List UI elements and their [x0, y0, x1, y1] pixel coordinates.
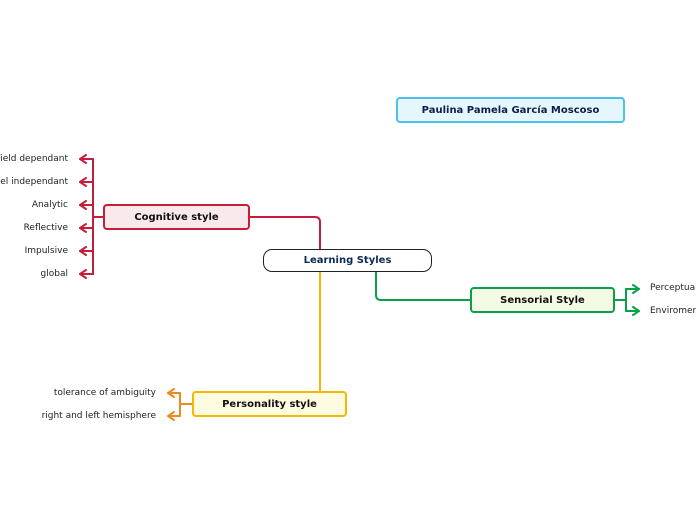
arrow-head: [167, 388, 175, 398]
arrow-head: [79, 154, 87, 164]
cognitive-item[interactable]: Field dependant: [0, 154, 68, 164]
personality-item[interactable]: tolerance of ambiguity: [53, 388, 156, 398]
central-topic-node[interactable]: Learning Styles: [263, 249, 432, 272]
arrow-head: [632, 284, 640, 294]
arrow-head: [79, 223, 87, 233]
cognitive-item[interactable]: Reflective: [23, 223, 68, 233]
cognitive-item[interactable]: Impulsive: [24, 246, 68, 256]
arrow-head: [632, 306, 640, 316]
personality-style-label: Personality style: [222, 398, 317, 410]
title-node[interactable]: Paulina Pamela García Moscoso: [396, 97, 625, 123]
sensorial-item[interactable]: Enviromental: [650, 306, 696, 316]
cognitive-item[interactable]: global: [40, 269, 68, 279]
arrow-head: [79, 177, 87, 187]
arrow-head: [79, 246, 87, 256]
arrow-head: [79, 269, 87, 279]
cognitive-style-label: Cognitive style: [134, 211, 219, 223]
cognitive-style-node[interactable]: Cognitive style: [103, 204, 250, 230]
connector-sensorial: [375, 271, 471, 301]
sensorial-item[interactable]: Perceptual: [650, 283, 696, 293]
arrow-head: [167, 411, 175, 421]
personality-item[interactable]: right and left hemisphere: [41, 411, 156, 421]
personality-style-node[interactable]: Personality style: [192, 391, 347, 417]
sensorial-style-label: Sensorial Style: [500, 294, 585, 306]
cognitive-item[interactable]: Fiel independant: [0, 177, 68, 187]
cognitive-item[interactable]: Analytic: [31, 200, 68, 210]
arrow-head: [79, 200, 87, 210]
sensorial-style-node[interactable]: Sensorial Style: [470, 287, 615, 313]
central-topic-label: Learning Styles: [303, 255, 392, 266]
title-node-label: Paulina Pamela García Moscoso: [421, 104, 600, 116]
connector-cognitive: [249, 216, 321, 250]
